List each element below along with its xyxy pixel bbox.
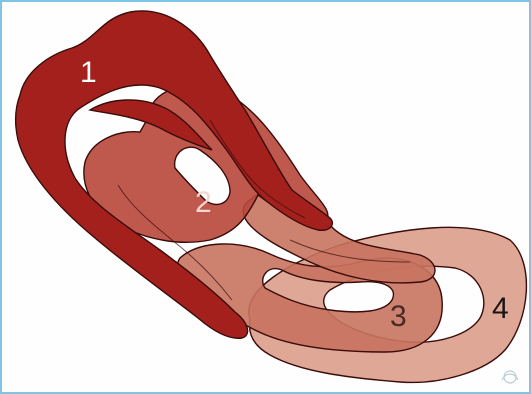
loop-1-label: 1 [80,56,97,89]
loop-2-label: 2 [195,186,212,219]
loop-3-label: 3 [390,300,407,333]
watermark-icon [502,371,518,383]
loop-4-label: 4 [492,292,509,325]
